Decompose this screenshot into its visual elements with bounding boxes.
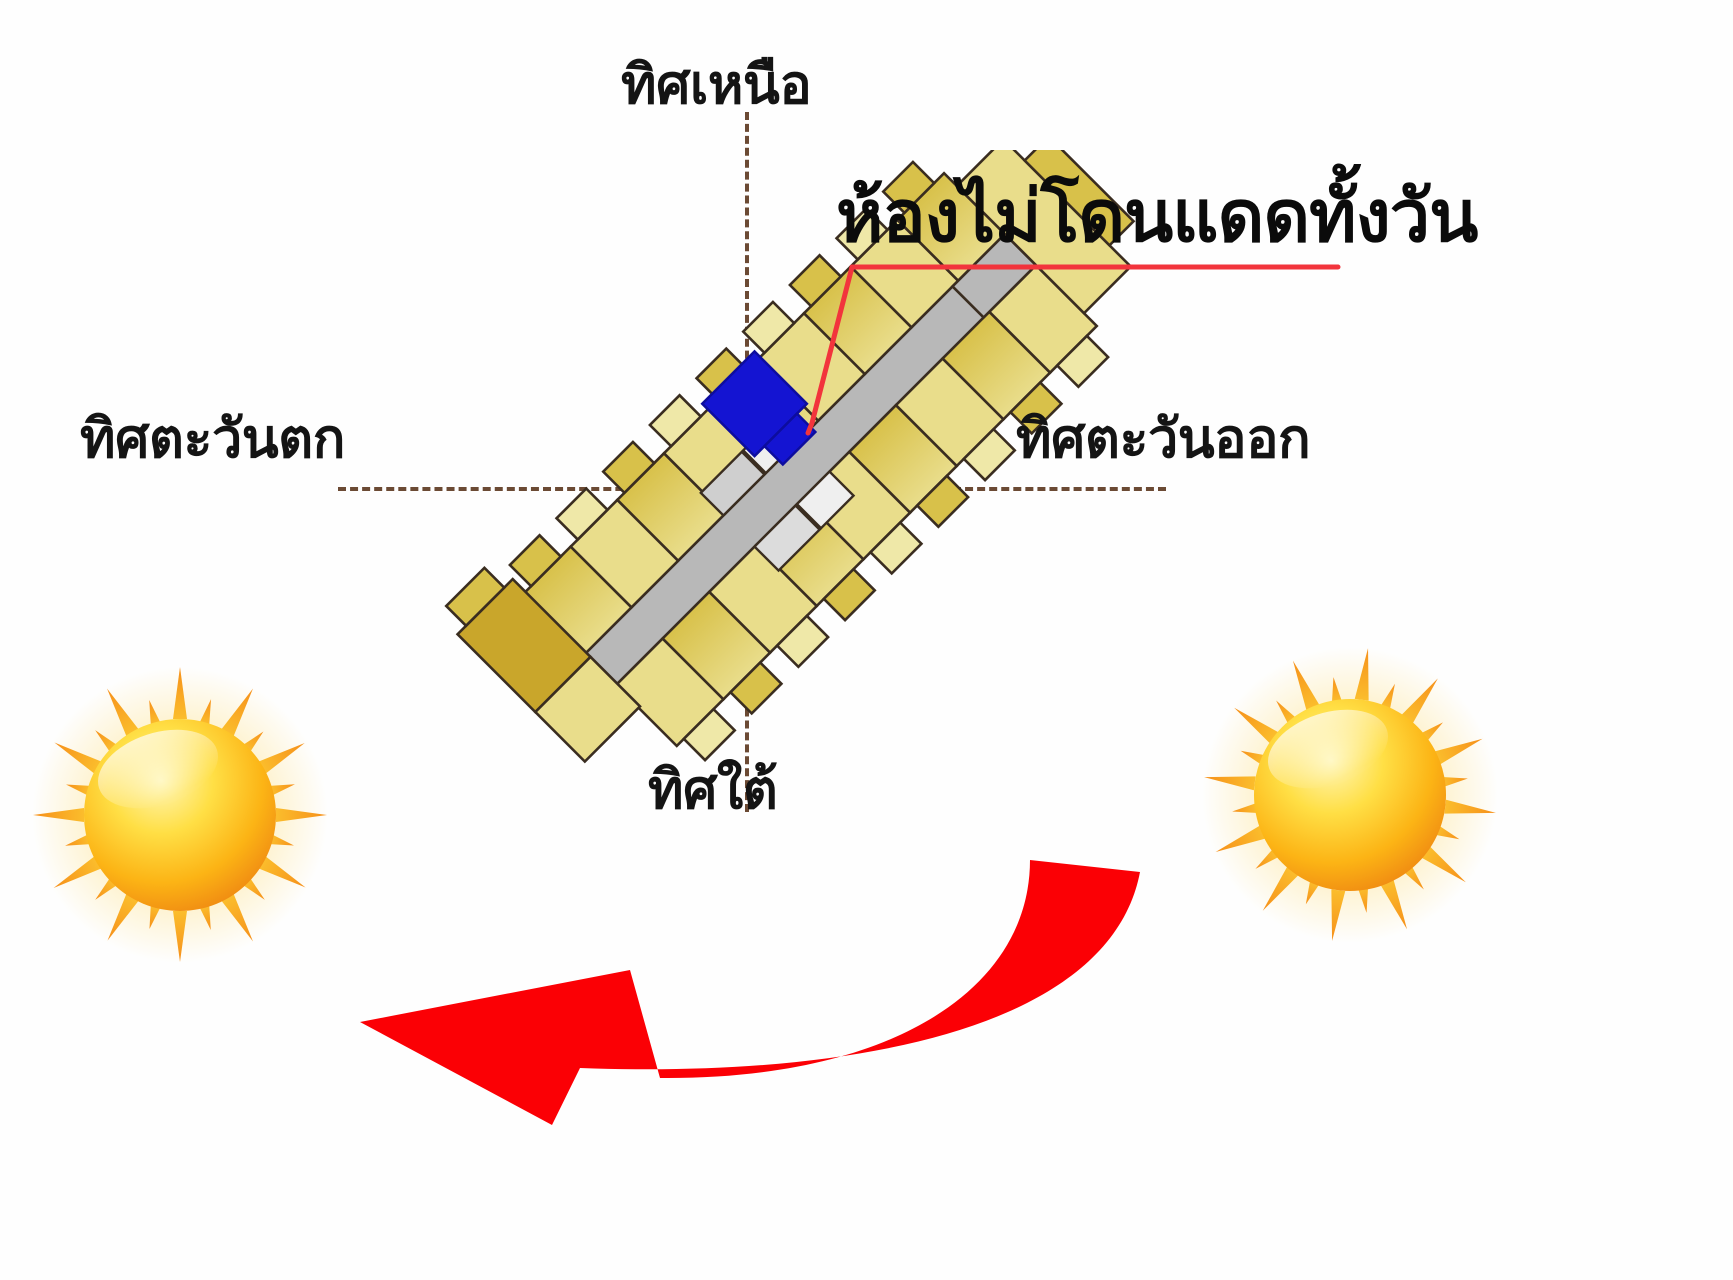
leader-line-svg	[805, 264, 1341, 436]
sun-left-svg	[32, 667, 328, 963]
floorplan-image	[330, 150, 1230, 830]
callout-leader	[780, 175, 1400, 475]
sun-path-arrow	[330, 840, 1150, 1130]
compass-label-west: ทิศตะวันตก	[80, 407, 345, 470]
compass-label-east: ทิศตะวันออก	[1016, 407, 1311, 470]
compass-label-south: ทิศใต้	[648, 758, 778, 821]
curved-arrow-left-icon	[360, 860, 1140, 1125]
sun-icon-left	[30, 665, 330, 965]
highlighted-room-blue	[700, 349, 818, 467]
floorplan-svg	[444, 150, 1136, 764]
compass-label-north: ทิศเหนือ	[621, 53, 812, 116]
sun-icon-right	[1200, 645, 1500, 945]
sun-right-svg	[1202, 647, 1498, 943]
callout-annotation-text: ห้องไม่โดนแดดทั้งวัน	[836, 174, 1478, 258]
